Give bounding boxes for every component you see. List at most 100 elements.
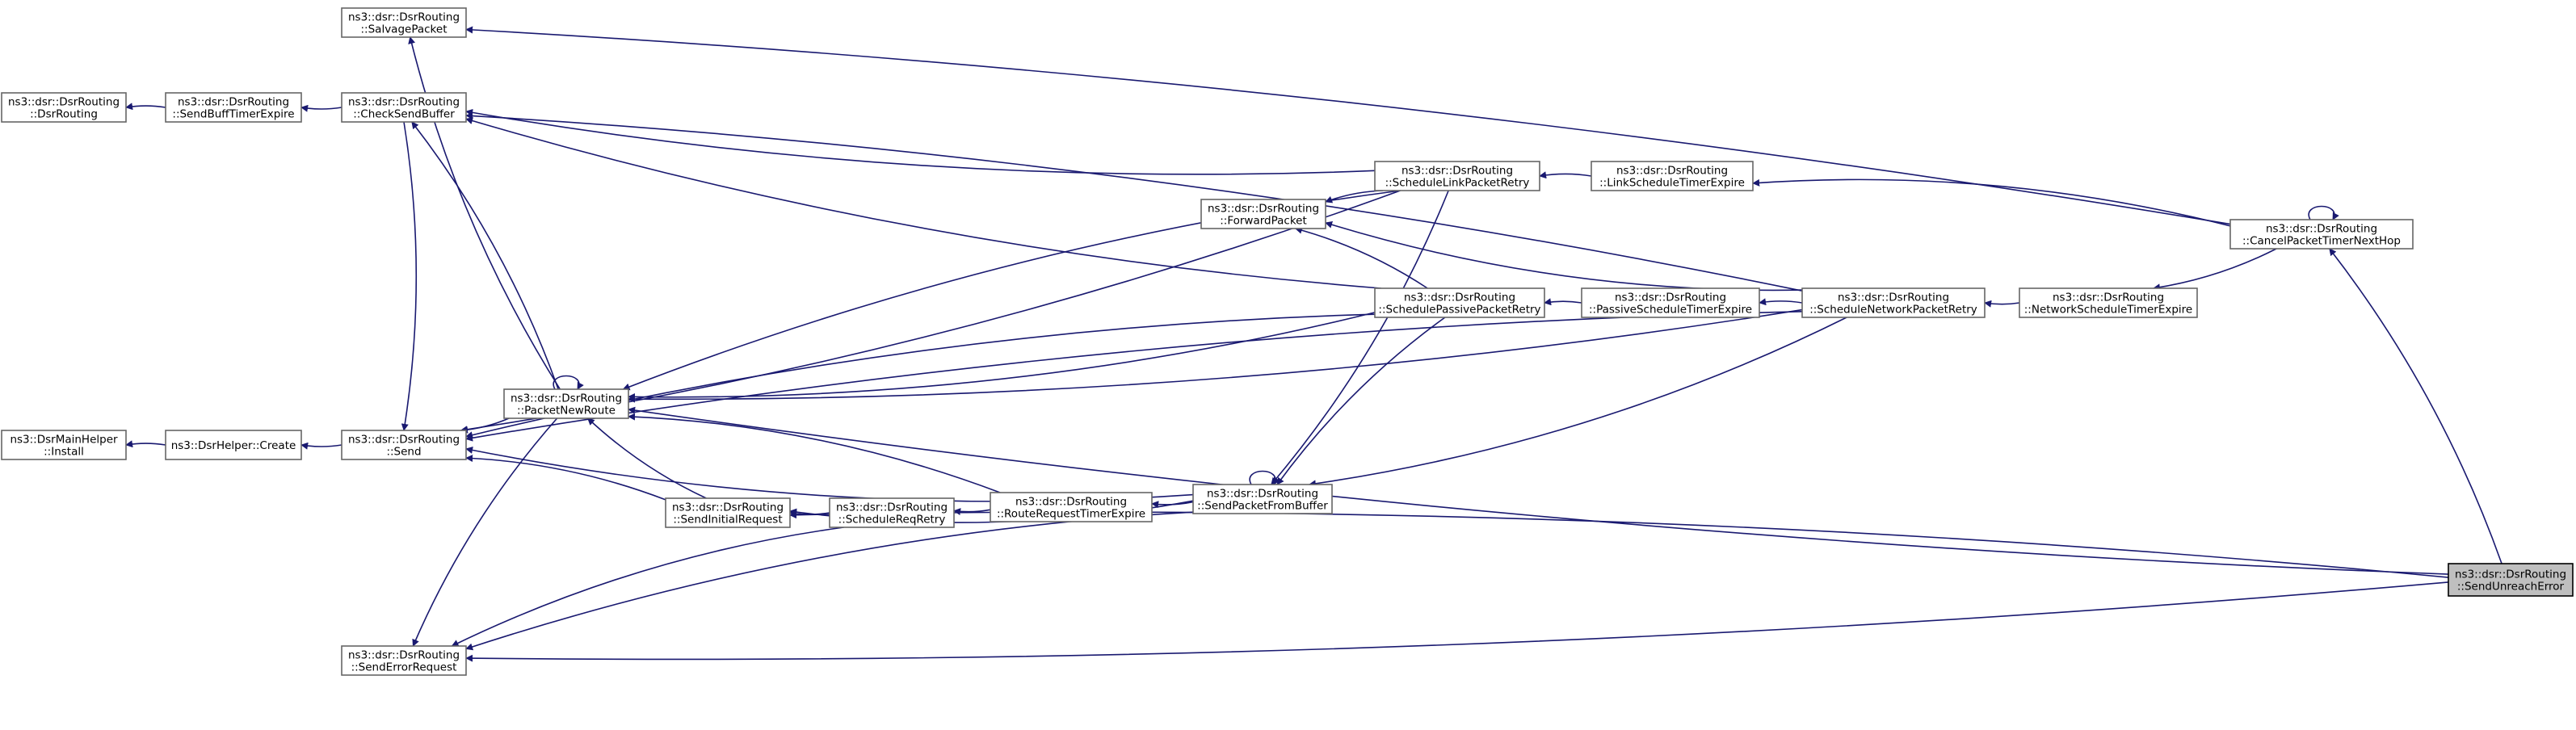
node-label-create-0: ns3::DsrHelper::Create	[171, 439, 296, 452]
node-cancelpkttimer[interactable]: ns3::dsr::DsrRouting::CancelPacketTimerN…	[2229, 219, 2414, 250]
node-schedpassiveretry[interactable]: ns3::dsr::DsrRouting::SchedulePassivePac…	[1374, 287, 1545, 318]
node-label-install-1: ::Install	[44, 446, 84, 459]
node-label-send-1: ::Send	[386, 446, 421, 459]
edge-packetnewroute-to-salvage	[408, 36, 561, 390]
edge-send-to-create	[300, 442, 342, 450]
node-send[interactable]: ns3::dsr::DsrRouting::Send	[341, 430, 467, 460]
node-forwardpacket[interactable]: ns3::dsr::DsrRouting::ForwardPacket	[1200, 199, 1326, 229]
node-label-cancelpkttimer-0: ns3::dsr::DsrRouting	[2266, 223, 2377, 236]
node-box-routereqtimer	[990, 492, 1153, 522]
edge-schedpassiveretry-to-checksendbuffer	[465, 117, 1381, 289]
edge-schedpassiveretry-to-forwardpacket	[1294, 226, 1428, 289]
edge-create-to-install	[125, 440, 166, 448]
node-box-sendinitialrequest	[665, 497, 791, 528]
edge-schednetretry-to-sendpktfrombuffer	[1308, 317, 1847, 488]
node-box-packetnewroute	[503, 388, 629, 419]
edge-sendunreach-to-senderrorrequest	[465, 581, 2449, 662]
node-label-routereqtimer-1: ::RouteRequestTimerExpire	[997, 508, 1145, 521]
node-install[interactable]: ns3::DsrMainHelper::Install	[1, 430, 127, 460]
node-box-create	[165, 430, 302, 460]
node-label-dsrrouting-1: ::DsrRouting	[30, 108, 98, 121]
node-schedreqretry[interactable]: ns3::dsr::DsrRouting::ScheduleReqRetry	[829, 497, 955, 528]
edge-cancelpkttimer-to-cancelpkttimer	[2308, 205, 2339, 220]
node-netschedtimer[interactable]: ns3::dsr::DsrRouting::NetworkScheduleTim…	[2019, 287, 2198, 318]
node-label-install-0: ns3::DsrMainHelper	[10, 434, 118, 447]
node-sendbufftimer[interactable]: ns3::dsr::DsrRouting::SendBuffTimerExpir…	[165, 92, 302, 123]
node-dsrrouting[interactable]: ns3::dsr::DsrRouting::DsrRouting	[1, 92, 127, 123]
node-sendinitialrequest[interactable]: ns3::dsr::DsrRouting::SendInitialRequest	[665, 497, 791, 528]
edge-cancelpkttimer-to-netschedtimer	[2153, 248, 2277, 292]
node-checksendbuffer[interactable]: ns3::dsr::DsrRouting::CheckSendBuffer	[341, 92, 467, 123]
edge-packetnewroute-to-senderrorrequest	[412, 417, 558, 647]
edge-packetnewroute-to-packetnewroute	[553, 375, 584, 390]
node-box-schednetretry	[1801, 287, 1986, 318]
node-linkschedtimer[interactable]: ns3::dsr::DsrRouting::LinkScheduleTimerE…	[1591, 161, 1754, 191]
node-label-sendinitialrequest-0: ns3::dsr::DsrRouting	[672, 501, 784, 514]
edge-sendinitialrequest-to-send	[465, 455, 666, 501]
node-label-salvage-1: ::SalvagePacket	[361, 23, 448, 36]
node-label-routereqtimer-0: ns3::dsr::DsrRouting	[1015, 496, 1127, 509]
node-label-schedlinkretry-1: ::ScheduleLinkPacketRetry	[1385, 177, 1530, 190]
node-label-cancelpkttimer-1: ::CancelPacketTimerNextHop	[2242, 235, 2401, 248]
node-label-schednetretry-0: ns3::dsr::DsrRouting	[1838, 292, 1949, 304]
node-label-schedpassiveretry-1: ::SchedulePassivePacketRetry	[1378, 304, 1540, 317]
node-label-linkschedtimer-0: ns3::dsr::DsrRouting	[1616, 165, 1728, 178]
node-schedlinkretry[interactable]: ns3::dsr::DsrRouting::ScheduleLinkPacket…	[1374, 161, 1540, 191]
node-box-cancelpkttimer	[2229, 219, 2414, 250]
node-label-linkschedtimer-1: ::LinkScheduleTimerExpire	[1599, 177, 1745, 190]
node-label-send-0: ns3::dsr::DsrRouting	[348, 434, 460, 447]
edge-cancelpkttimer-to-linkschedtimer	[1752, 178, 2231, 227]
edge-schednetretry-to-packetnewroute	[628, 308, 1803, 403]
edge-packetnewroute-to-checksendbuffer	[411, 121, 559, 390]
node-senderrorrequest[interactable]: ns3::dsr::DsrRouting::SendErrorRequest	[341, 645, 467, 676]
node-label-sendinitialrequest-1: ::SendInitialRequest	[673, 514, 782, 527]
edge-schednetretry-to-forwardpacket	[1325, 220, 1803, 292]
node-box-forwardpacket	[1200, 199, 1326, 229]
node-label-senderrorrequest-0: ns3::dsr::DsrRouting	[348, 649, 460, 662]
node-box-sendpktfrombuffer	[1192, 484, 1333, 514]
node-box-send	[341, 430, 467, 460]
node-box-netschedtimer	[2019, 287, 2198, 318]
edge-sendunreach-to-cancelpkttimer	[2329, 248, 2502, 564]
node-schednetretry[interactable]: ns3::dsr::DsrRouting::ScheduleNetworkPac…	[1801, 287, 1986, 318]
edge-schedlinkretry-to-checksendbuffer	[465, 108, 1376, 175]
edge-schedreqretry-to-senderrorrequest	[451, 527, 844, 647]
node-sendunreach[interactable]: ns3::dsr::DsrRouting::SendUnreachError	[2448, 563, 2574, 597]
node-routereqtimer[interactable]: ns3::dsr::DsrRouting::RouteRequestTimerE…	[990, 492, 1153, 522]
node-box-linkschedtimer	[1591, 161, 1754, 191]
edge-routereqtimer-to-schedreqretry	[953, 508, 991, 516]
node-box-schedpassiveretry	[1374, 287, 1545, 318]
node-label-schednetretry-1: ::ScheduleNetworkPacketRetry	[1809, 304, 1977, 317]
node-box-senderrorrequest	[341, 645, 467, 676]
node-label-netschedtimer-1: ::NetworkScheduleTimerExpire	[2024, 304, 2193, 317]
edge-sendpktfrombuffer-to-senderrorrequest	[465, 511, 1194, 651]
node-sendpktfrombuffer[interactable]: ns3::dsr::DsrRouting::SendPacketFromBuff…	[1192, 484, 1333, 514]
node-box-passiveschedtimer	[1581, 287, 1760, 318]
edges-layer	[125, 26, 2502, 662]
node-salvage[interactable]: ns3::dsr::DsrRouting::SalvagePacket	[341, 7, 467, 38]
node-label-sendbufftimer-1: ::SendBuffTimerExpire	[172, 108, 294, 121]
edge-cancelpkttimer-to-salvage	[465, 26, 2231, 225]
node-box-checksendbuffer	[341, 92, 467, 123]
node-label-dsrrouting-0: ns3::dsr::DsrRouting	[8, 96, 120, 109]
node-box-sendbufftimer	[165, 92, 302, 123]
node-label-sendpktfrombuffer-1: ::SendPacketFromBuffer	[1197, 500, 1328, 513]
node-passiveschedtimer[interactable]: ns3::dsr::DsrRouting::PassiveScheduleTim…	[1581, 287, 1760, 318]
edge-schedpassiveretry-to-packetnewroute	[628, 312, 1376, 401]
node-label-packetnewroute-0: ns3::dsr::DsrRouting	[511, 392, 622, 405]
node-label-sendunreach-1: ::SendUnreachError	[2457, 581, 2565, 594]
node-box-sendunreach	[2448, 563, 2574, 597]
node-box-install	[1, 430, 127, 460]
nodes-layer: ns3::dsr::DsrRouting::SalvagePacketns3::…	[1, 7, 2574, 676]
edge-routereqtimer-to-packetnewroute	[628, 413, 1001, 493]
node-label-forwardpacket-0: ns3::dsr::DsrRouting	[1208, 203, 1319, 216]
node-label-schedreqretry-1: ::ScheduleReqRetry	[838, 514, 946, 527]
edge-sendinitialrequest-to-packetnewroute	[587, 417, 707, 499]
node-packetnewroute[interactable]: ns3::dsr::DsrRouting::PacketNewRoute	[503, 388, 629, 419]
node-label-netschedtimer-0: ns3::dsr::DsrRouting	[2053, 292, 2164, 304]
node-create[interactable]: ns3::DsrHelper::Create	[165, 430, 302, 460]
edge-sendpktfrombuffer-to-sendpktfrombuffer	[1249, 470, 1280, 485]
node-label-sendpktfrombuffer-0: ns3::dsr::DsrRouting	[1207, 488, 1318, 501]
node-box-schedlinkretry	[1374, 161, 1540, 191]
